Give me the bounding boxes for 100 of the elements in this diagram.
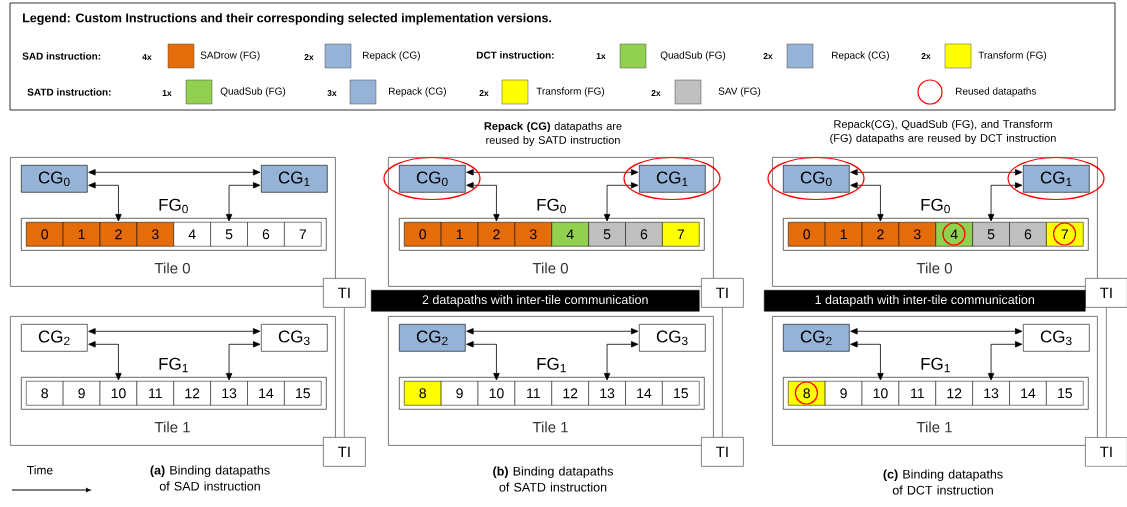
arrow: [88, 328, 261, 335]
legend-label: SADrow (FG): [200, 51, 260, 61]
datapath-cell: 11: [514, 381, 552, 406]
datapath-cell: 6: [625, 222, 663, 247]
coarse-grained-box: CG$_{2}$: [783, 324, 850, 352]
datapath-cell: 6: [1009, 222, 1047, 247]
datapath-cell: 14: [1009, 381, 1047, 406]
datapath-cell: 5: [588, 222, 626, 247]
label: 2x: [921, 53, 931, 59]
datapath-cell: 8: [26, 381, 64, 406]
datapath-cell: 12: [173, 381, 211, 406]
datapath-cell: 3: [898, 222, 936, 247]
coarse-grained-box: CG$_{1}$: [639, 165, 706, 193]
node-label: TI: [1100, 446, 1112, 458]
legend-label: QuadSub (FG): [220, 87, 286, 97]
arrow: [88, 182, 122, 222]
label: Legend: Custom Instructions and their corresponding selected implementation versions.: [23, 13, 552, 25]
arrow: [850, 182, 884, 222]
node-label: FG$_{1}$: [537, 357, 566, 373]
legend-label: Transform (FG): [978, 51, 1047, 61]
datapath-cell: 14: [247, 381, 285, 406]
datapath-cell: 2: [99, 222, 138, 247]
heading: Repack (CG) datapaths are reused by SATD instruction: [484, 121, 622, 147]
datapath-cell: 5: [210, 222, 248, 247]
arrow: [850, 328, 1023, 335]
arrow: [225, 182, 261, 222]
datapath-cell: 10: [99, 381, 138, 406]
tile-interface-box: TI: [323, 437, 366, 467]
tile-interface-box: TI: [1085, 278, 1127, 308]
datapath-cell: 13: [210, 381, 248, 406]
datapath-cell: 1: [440, 222, 479, 247]
label: 3x: [327, 90, 337, 96]
datapath-cell: 7: [1046, 222, 1084, 247]
node-label: FG$_{1}$: [921, 357, 950, 373]
datapath-cell: 8: [404, 381, 442, 406]
coarse-grained-box: CG$_{0}$: [783, 165, 850, 193]
legend-label: SAV (FG): [718, 87, 761, 97]
datapath-cell: 12: [551, 381, 589, 406]
label: Time: [27, 465, 53, 475]
coarse-grained-box: CG$_{3}$: [1023, 324, 1090, 352]
tile-interface-box: TI: [701, 437, 744, 467]
datapath-cell: 3: [136, 222, 174, 247]
datapath-cell: 1: [62, 222, 101, 247]
datapath-cell: 0: [788, 222, 826, 247]
label: 1x: [162, 90, 172, 96]
caption: (a) Binding datapaths of SAD instruction: [150, 465, 270, 491]
label: DCT instruction:: [476, 51, 554, 59]
datapath-cell: 15: [284, 381, 322, 406]
datapath-cell: 4: [173, 222, 211, 247]
label: 2x: [763, 53, 773, 59]
datapath-cell: 13: [972, 381, 1010, 406]
label: 2x: [304, 54, 314, 60]
legend-label: Transform (FG): [536, 87, 605, 97]
datapath-cell: 1: [824, 222, 863, 247]
datapath-cell: 0: [26, 222, 64, 247]
datapath-cell: 4: [935, 222, 973, 247]
coarse-grained-box: CG$_{1}$: [1023, 165, 1090, 193]
arrow: [466, 169, 639, 176]
datapath-cell: 9: [824, 381, 863, 406]
arrow: [850, 341, 884, 381]
arrow: [466, 341, 500, 381]
datapath-cell: 15: [662, 381, 700, 406]
coarse-grained-box: CG$_{0}$: [399, 165, 466, 193]
tile-interface-box: TI: [1085, 437, 1127, 467]
label: 2x: [651, 90, 661, 96]
legend-label: QuadSub (FG): [660, 51, 726, 61]
coarse-grained-box: CG$_{1}$: [261, 165, 328, 193]
node-label: FG$_{0}$: [921, 198, 950, 214]
arrow: [466, 328, 639, 335]
node-label: FG$_{0}$: [537, 198, 566, 214]
datapath-cell: 11: [136, 381, 174, 406]
arrow: [850, 169, 1023, 176]
note-bar: 2 datapaths with inter-tile communication: [371, 290, 700, 312]
node-label: FG$_{0}$: [159, 198, 188, 214]
datapath-cell: 10: [477, 381, 516, 406]
arrow: [603, 182, 639, 222]
arrow: [88, 169, 261, 176]
legend-label: Repack (CG): [363, 51, 420, 61]
arrow: [987, 182, 1023, 222]
note-bar: 1 datapath with inter-tile communication: [764, 290, 1086, 312]
label: SAD instruction:: [22, 52, 101, 60]
arrow: [225, 341, 261, 381]
coarse-grained-box: CG$_{3}$: [261, 324, 328, 352]
label: 2x: [479, 90, 489, 96]
coarse-grained-box: CG$_{3}$: [639, 324, 706, 352]
legend-label: Reused datapaths: [956, 87, 1036, 97]
label: SATD instruction:: [27, 88, 111, 96]
datapath-cell: 0: [404, 222, 442, 247]
datapath-cell: 5: [972, 222, 1010, 247]
datapath-cell: 4: [551, 222, 589, 247]
legend-label: Repack (CG): [389, 87, 446, 97]
datapath-cell: 10: [861, 381, 900, 406]
datapath-cell: 11: [898, 381, 936, 406]
datapath-cell: 13: [588, 381, 626, 406]
arrow: [603, 341, 639, 381]
arrow: [88, 341, 122, 381]
node-label: FG$_{1}$: [159, 357, 188, 373]
datapath-cell: 7: [284, 222, 322, 247]
legend-label: Repack (CG): [832, 51, 889, 61]
coarse-grained-box: CG$_{2}$: [21, 324, 88, 352]
